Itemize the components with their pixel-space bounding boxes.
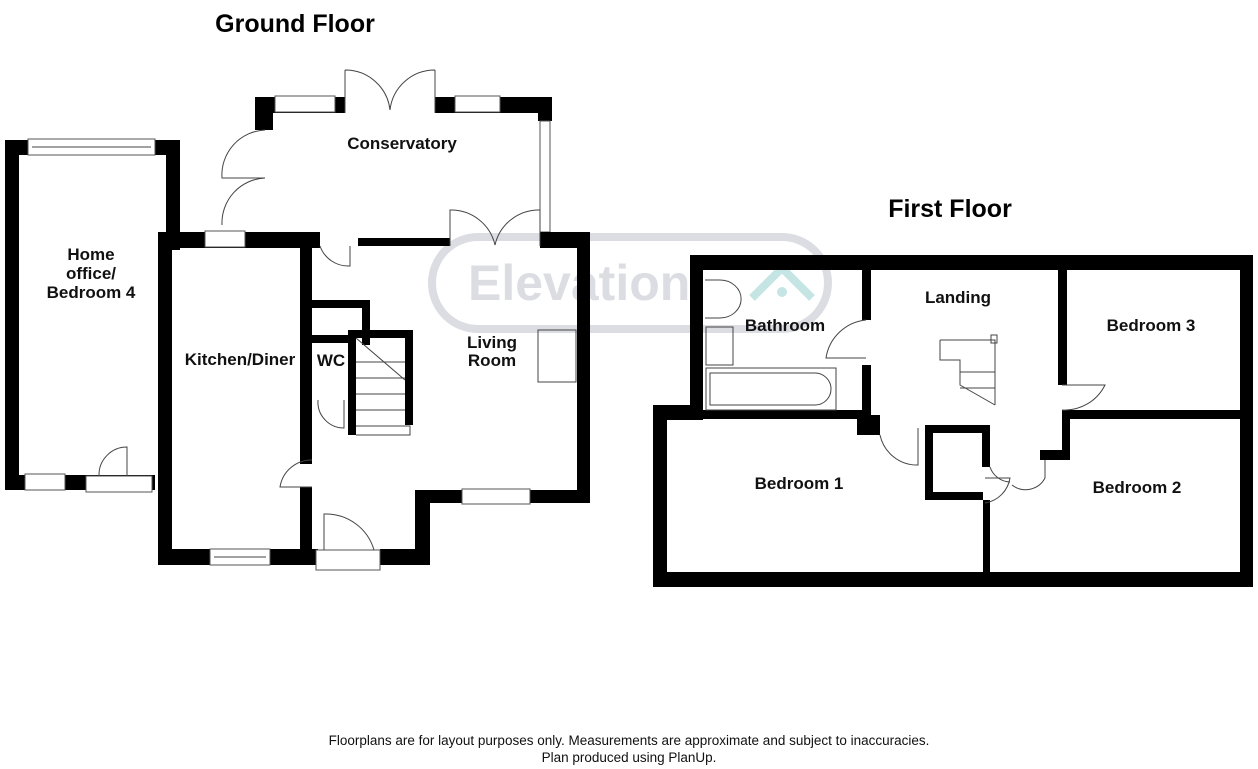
ground-floor-title: Ground Floor	[215, 10, 375, 38]
first-floor-plan: Bathroom Landing Bedroom 3 Bedroom 1 Bed…	[653, 255, 1253, 587]
room-label-home-office-3: Bedroom 4	[47, 283, 136, 302]
room-label-conservatory: Conservatory	[347, 134, 457, 153]
room-label-bedroom-2: Bedroom 2	[1093, 478, 1182, 497]
room-label-home-office-2: office/	[66, 264, 116, 283]
room-label-landing: Landing	[925, 288, 991, 307]
room-label-bedroom-3: Bedroom 3	[1107, 316, 1196, 335]
credit-text: Plan produced using PlanUp.	[541, 750, 717, 765]
ground-floor-plan: Home office/ Bedroom 4 Conservatory Kitc…	[5, 69, 590, 571]
room-label-home-office: Home	[67, 245, 114, 264]
disclaimer-text: Floorplans are for layout purposes only.…	[328, 733, 930, 748]
room-label-kitchen: Kitchen/Diner	[185, 350, 296, 369]
room-label-bedroom-1: Bedroom 1	[755, 474, 844, 493]
room-label-bathroom: Bathroom	[745, 316, 825, 335]
room-label-living-2: Room	[468, 351, 516, 370]
room-label-living: Living	[467, 333, 517, 352]
room-label-wc: WC	[317, 351, 345, 370]
first-floor-title: First Floor	[888, 195, 1012, 223]
